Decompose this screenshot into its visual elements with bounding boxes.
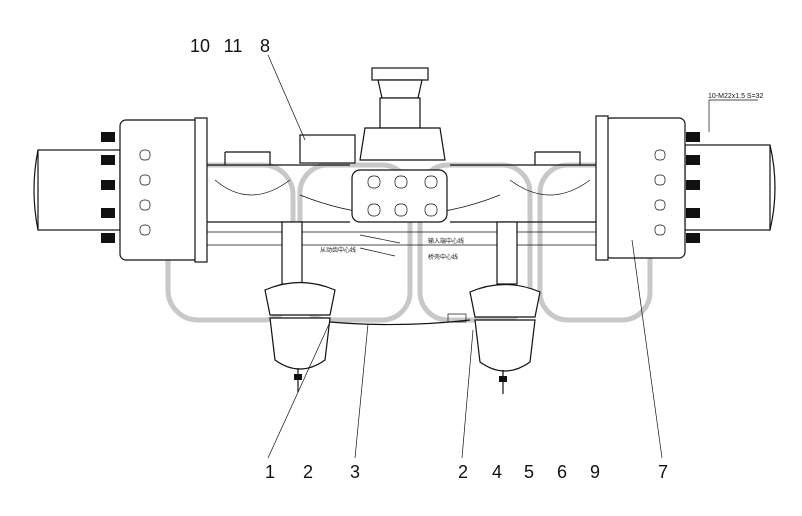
callout-7: 7 xyxy=(658,462,668,482)
callout-4: 4 xyxy=(492,462,502,482)
callout-1: 1 xyxy=(265,462,275,482)
callout-2-left: 2 xyxy=(303,462,313,482)
right-hub-bolts xyxy=(686,132,700,243)
housing-centerline-label: 桥壳中心线 xyxy=(428,253,458,261)
input-centerline-label: 输入端中心线 xyxy=(428,237,464,245)
callout-5: 5 xyxy=(524,462,534,482)
differential-carrier xyxy=(299,67,448,223)
bolt-spec-note: 10-M22x1.5 S=32 xyxy=(708,93,764,100)
axle-housing xyxy=(207,151,596,246)
callout-10: 10 xyxy=(190,36,210,56)
callout-2-right: 2 xyxy=(458,462,468,482)
driven-gear-centerline-label: 从动齿中心线 xyxy=(320,246,356,254)
callout-3: 3 xyxy=(350,462,360,482)
callout-9: 9 xyxy=(590,462,600,482)
callout-6: 6 xyxy=(557,462,567,482)
left-hub-bolts xyxy=(101,132,115,243)
leader-lines xyxy=(267,54,758,459)
callout-8: 8 xyxy=(260,36,270,56)
left-brake-chamber xyxy=(264,221,336,392)
air-pipe xyxy=(329,313,471,326)
callout-11: 11 xyxy=(224,36,243,56)
right-brake-chamber xyxy=(469,221,541,394)
left-wheel-hub xyxy=(33,117,208,263)
right-wheel-hub xyxy=(595,115,776,261)
